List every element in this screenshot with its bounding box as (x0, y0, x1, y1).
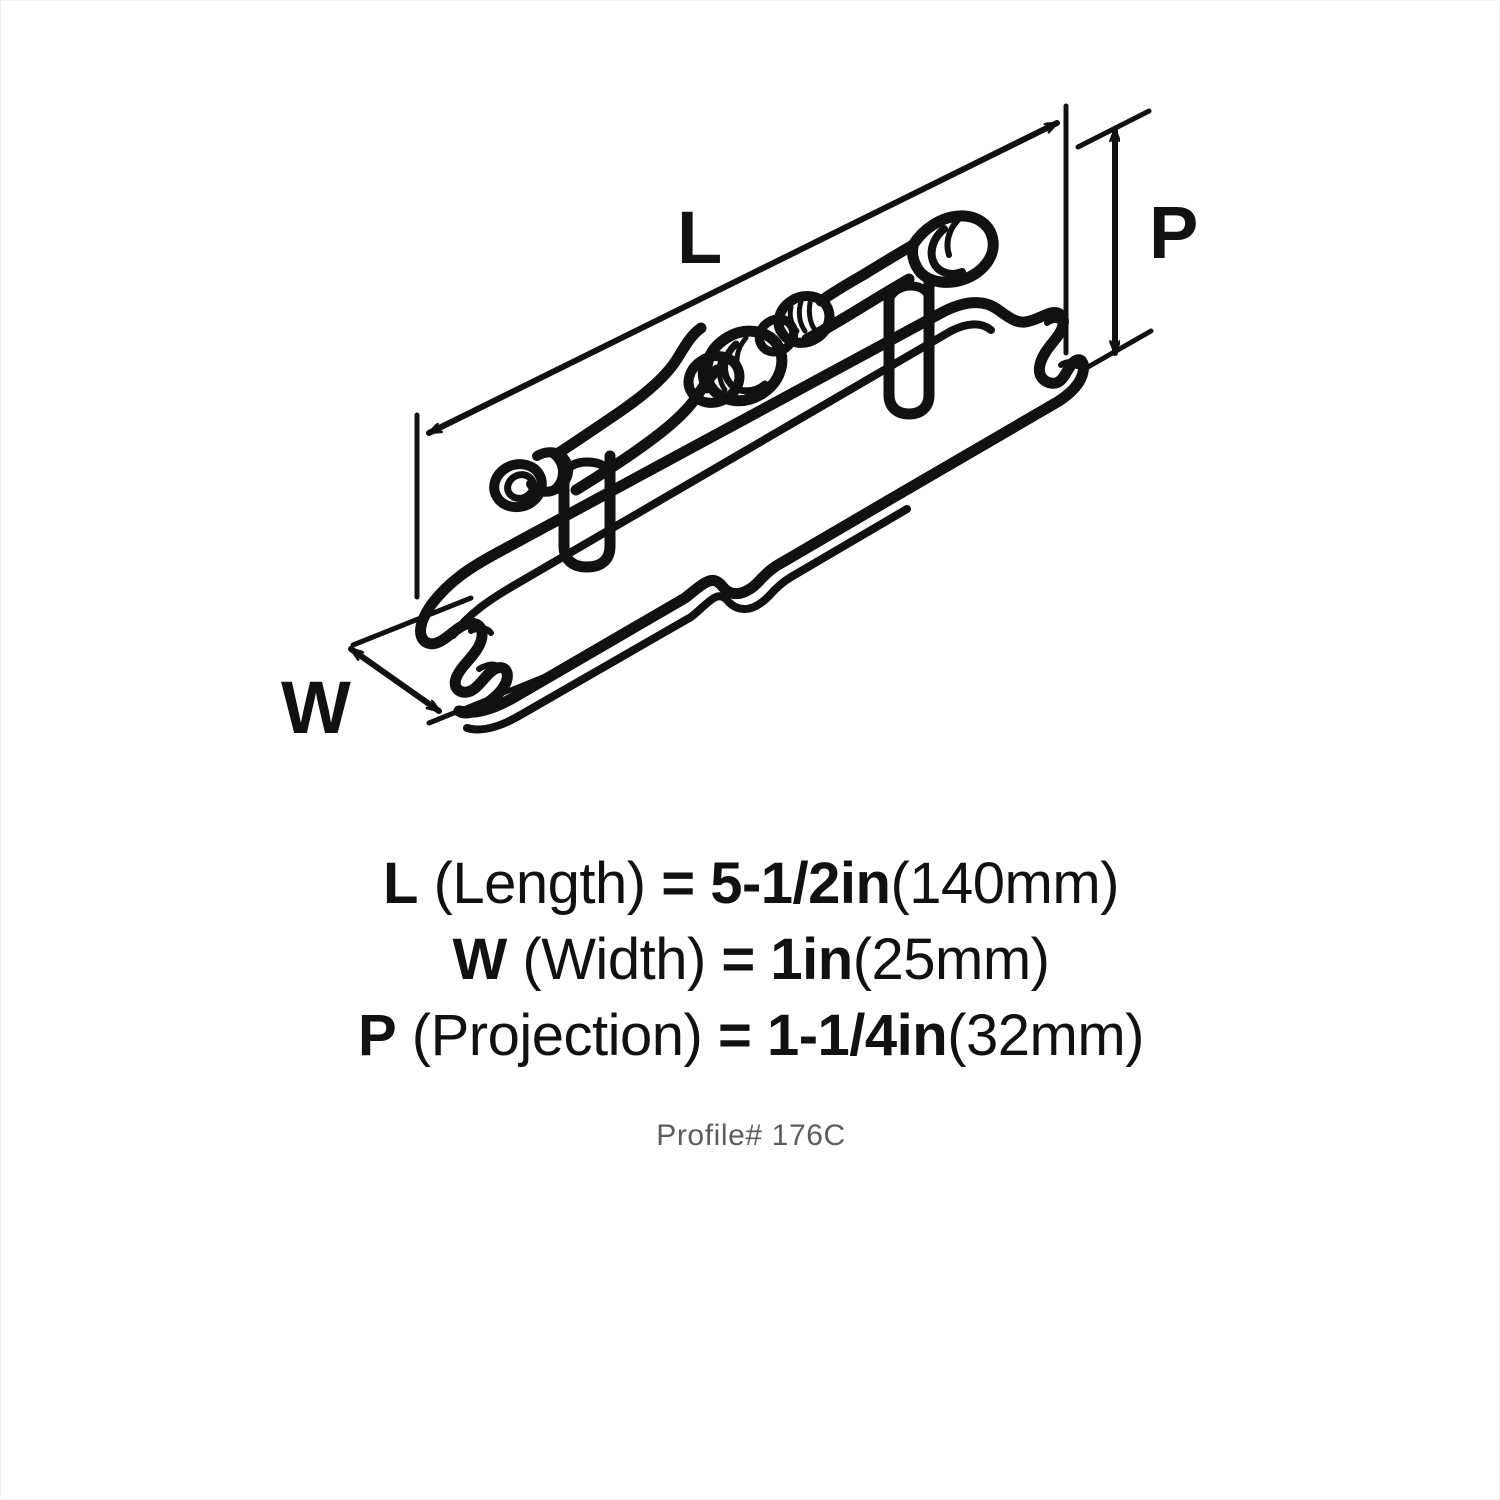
product-illustration (415, 210, 1089, 734)
spec-value-mm-width: (25mm) (852, 927, 1050, 992)
spec-name-width: (Width) (522, 927, 706, 992)
spec-line-length: L (Length) = 5-1/2in(140mm) (1, 846, 1499, 922)
spec-list: L (Length) = 5-1/2in(140mm) W (Width) = … (1, 846, 1499, 1074)
profile-number: Profile# 176C (656, 1119, 846, 1152)
width-arrow (348, 646, 442, 714)
spec-line-width: W (Width) = 1in(25mm) (1, 922, 1499, 998)
dimension-label-width: W (281, 666, 351, 749)
spec-value-in-length: 5-1/2in (710, 851, 891, 916)
spec-value-mm-projection: (32mm) (947, 1003, 1144, 1068)
spec-value-in-width: 1in (770, 927, 853, 992)
spec-name-length: (Length) (433, 851, 647, 916)
spec-key-width: W (452, 927, 508, 992)
backplate (415, 297, 1089, 734)
spec-equals-width: = (721, 927, 755, 992)
dimension-projection (1075, 108, 1154, 374)
dimension-label-length: L (677, 196, 723, 279)
spec-key-projection: P (357, 1003, 397, 1068)
spec-equals-projection: = (717, 1003, 752, 1068)
dimension-length (414, 103, 1069, 600)
dimension-label-projection: P (1149, 191, 1199, 274)
spec-value-in-projection: 1-1/4in (766, 1003, 948, 1068)
length-arrow (426, 120, 1060, 436)
spec-line-projection: P (Projection) = 1-1/4in(32mm) (1, 998, 1499, 1074)
dimension-width (348, 595, 546, 726)
spec-value-mm-length: (140mm) (890, 851, 1119, 916)
width-extension-lower (426, 674, 546, 726)
spec-equals-length: = (661, 851, 695, 916)
spec-key-length: L (383, 851, 418, 916)
spec-name-projection: (Projection) (411, 1003, 703, 1068)
width-extension-upper (350, 595, 474, 648)
